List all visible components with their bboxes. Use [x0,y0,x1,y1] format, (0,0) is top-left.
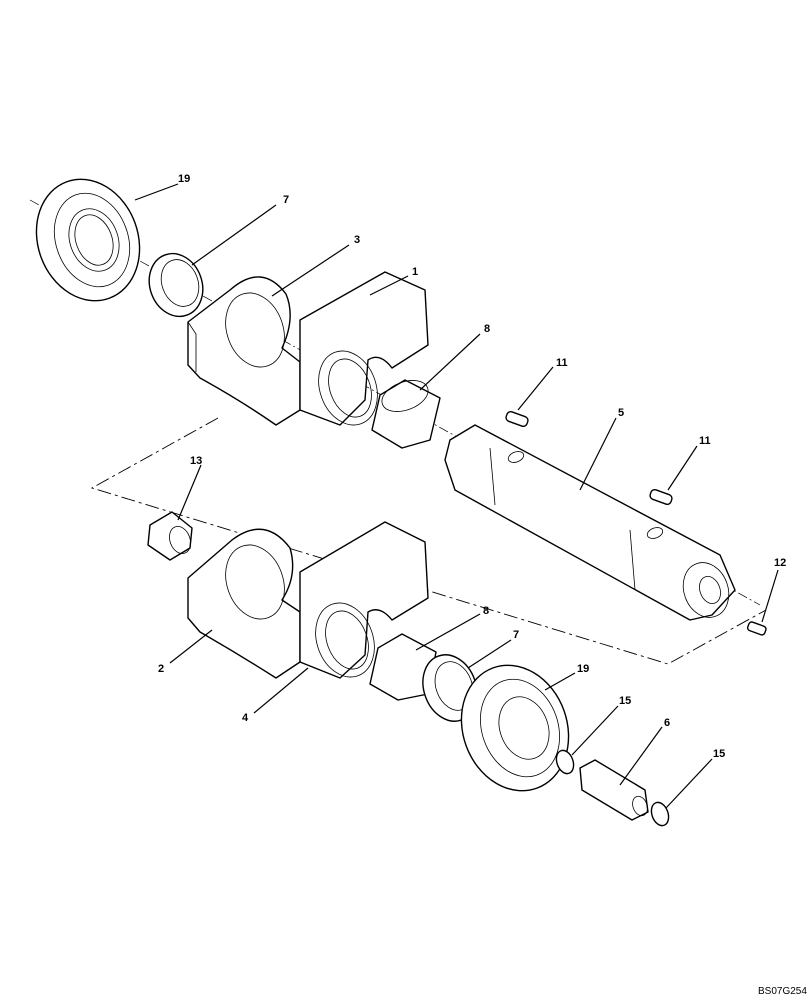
bearing-lower [460,664,570,792]
callout-1: 1 [412,266,418,278]
shaft-5 [444,424,736,621]
leader-lines [134,183,779,809]
callout-2: 2 [158,663,164,675]
callout-15: 15 [713,748,725,760]
bushing-upper [371,379,441,449]
callout-8: 8 [484,323,490,335]
bracket-2 [187,528,301,679]
key-11-lower [649,488,673,506]
callout-19: 19 [577,663,589,675]
callout-11: 11 [699,435,711,447]
ring-upper [148,252,204,318]
snap-ring-15-b [650,801,670,827]
bearing-upper [35,178,141,302]
sleeve-13 [147,511,193,561]
callout-7: 7 [513,629,519,641]
callout-8: 8 [483,605,489,617]
callout-11: 11 [556,357,568,369]
callout-19: 19 [178,173,190,185]
callout-13: 13 [190,455,202,467]
lever-4 [299,521,429,679]
callout-12: 12 [774,557,786,569]
callout-3: 3 [354,234,360,246]
lever-1 [299,271,429,426]
callout-6: 6 [664,717,670,729]
key-12 [746,621,767,636]
callout-5: 5 [618,407,624,419]
splined-shaft-6 [579,759,649,821]
callout-4: 4 [242,712,249,724]
bracket-3 [187,276,301,426]
callout-7: 7 [283,194,289,206]
figure-id: BS07G254 [758,986,807,997]
snap-ring-15-a [555,749,575,775]
key-11-upper [505,410,529,428]
callout-15: 15 [619,695,631,707]
